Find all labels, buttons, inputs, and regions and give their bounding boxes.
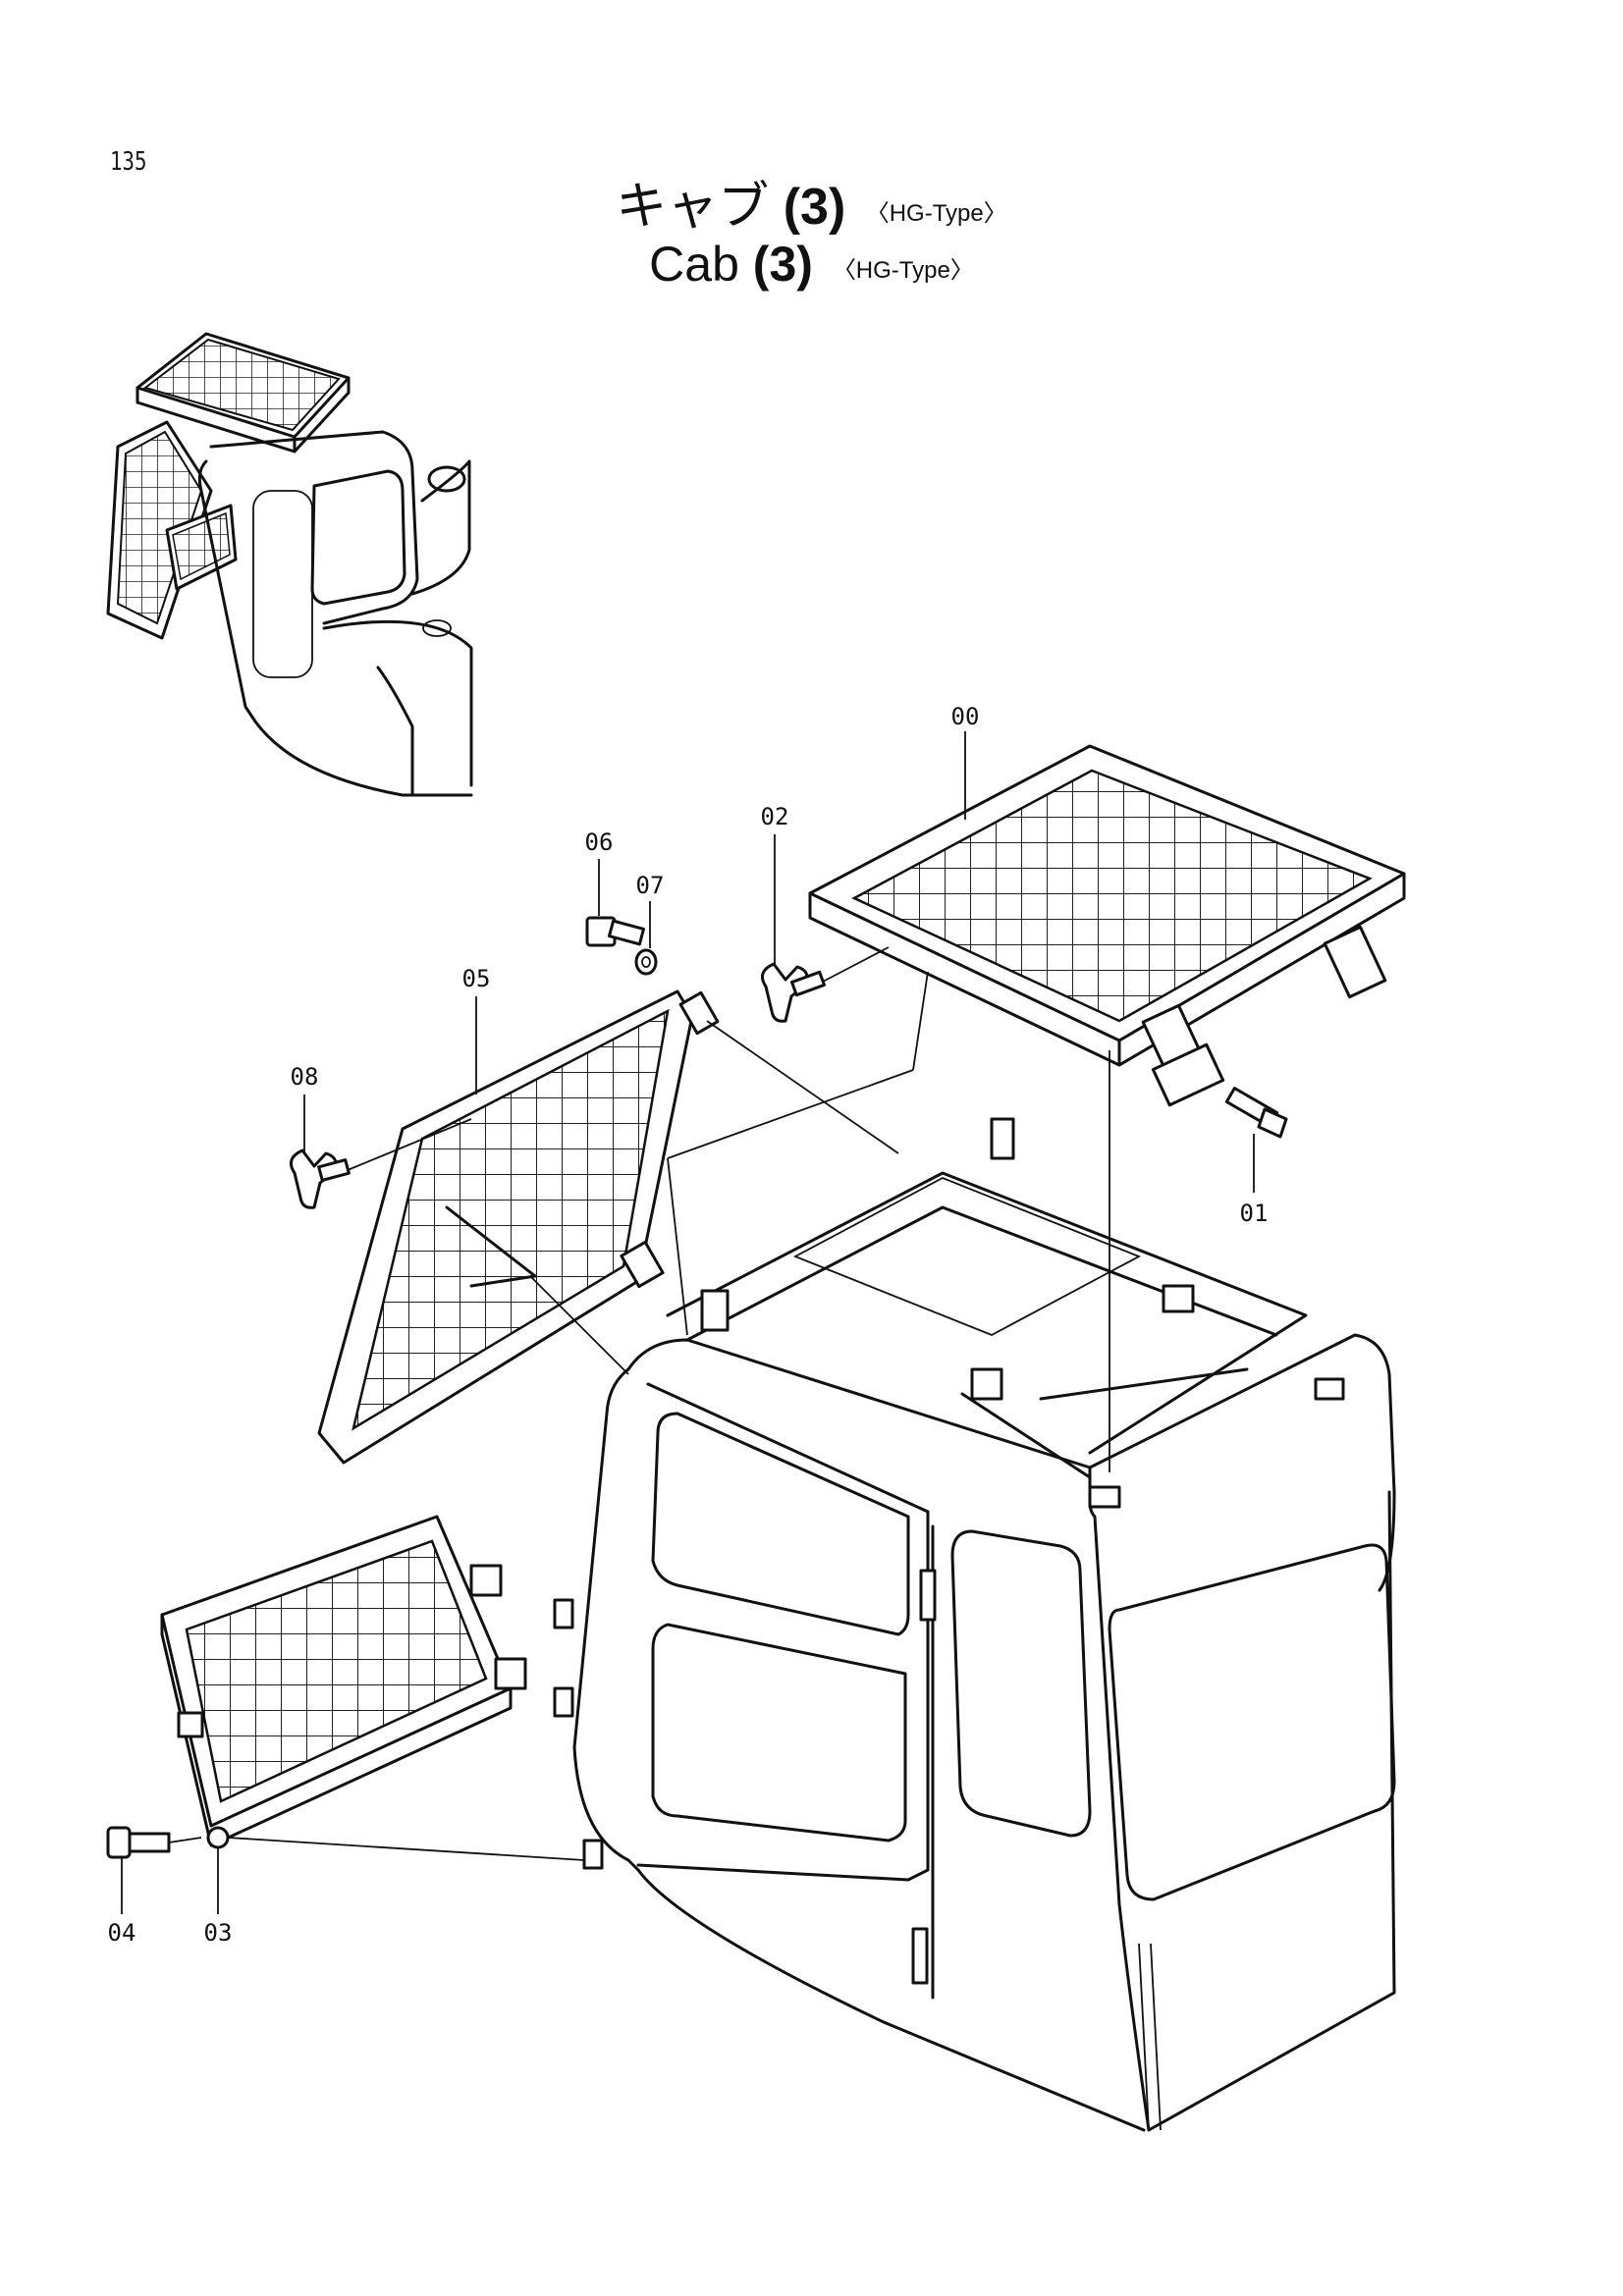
part-03-lower-guard [160, 1515, 527, 1849]
callout-label-02: 02 [761, 803, 789, 830]
page-title-japanese: キャブ (3) 〈HG-Type〉 [0, 165, 1623, 239]
part-06-bolt [585, 916, 646, 947]
callout-06: 06 [585, 828, 614, 916]
callout-01: 01 [1240, 1134, 1269, 1227]
title-jp-text: キャブ [616, 179, 770, 236]
callout-label-00: 00 [951, 703, 980, 730]
callout-03: 03 [204, 1847, 233, 1947]
assembly-lines [168, 946, 1110, 1861]
part-05-front-upper-guard [317, 989, 720, 1465]
part-07-washer [634, 948, 658, 976]
callout-05: 05 [462, 965, 491, 1095]
callout-label-06: 06 [585, 828, 614, 856]
page-number: 135 [110, 147, 147, 177]
part-02-wing-bolt [760, 962, 826, 1023]
title-jp-section-number: (3) [783, 179, 846, 236]
part-01-bolt [1224, 1087, 1288, 1139]
callout-label-05: 05 [462, 965, 491, 992]
title-en-section-number: (3) [752, 237, 813, 292]
page-title-english: Cab (3) 〈HG-Type〉 [0, 236, 1623, 293]
callout-label-04: 04 [108, 1919, 136, 1947]
callout-07: 07 [636, 872, 665, 948]
overview-illustration [106, 332, 473, 797]
title-jp-variant: 〈HG-Type〉 [865, 199, 1007, 227]
callout-04: 04 [108, 1857, 136, 1947]
main-cab-body [553, 1117, 1396, 2132]
part-00-roof-guard [808, 744, 1406, 1107]
title-en-variant: 〈HG-Type〉 [832, 257, 974, 285]
overview-cab-body [197, 430, 473, 797]
callout-label-08: 08 [291, 1063, 319, 1091]
part-04-bolt [106, 1826, 171, 1859]
callout-label-01: 01 [1240, 1200, 1269, 1227]
callout-08: 08 [291, 1063, 319, 1153]
overview-front-guard [106, 420, 238, 640]
part-08-wing-bolt [289, 1148, 351, 1209]
title-en-text: Cab [649, 237, 739, 292]
callout-label-03: 03 [204, 1919, 233, 1947]
callout-label-07: 07 [636, 872, 665, 899]
callout-00: 00 [951, 703, 980, 820]
callout-02: 02 [761, 803, 789, 967]
overview-roof-guard [135, 332, 351, 454]
